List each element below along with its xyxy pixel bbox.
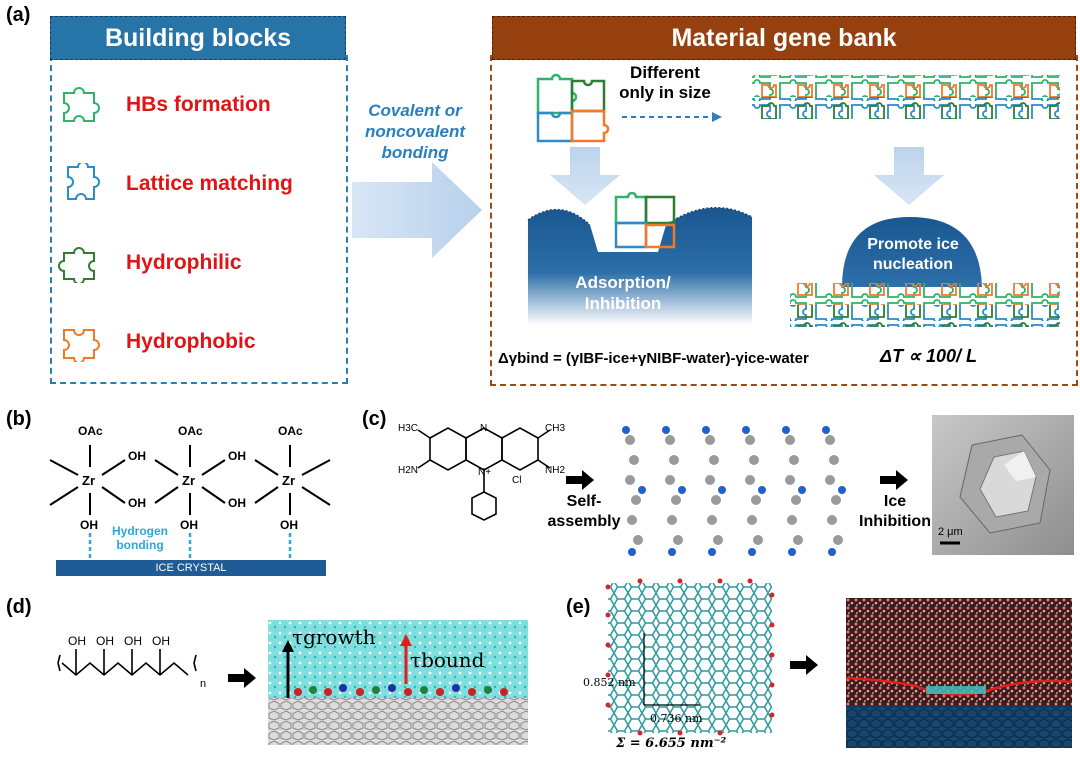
puzzle-icon-green [63,87,100,122]
graphene-oxide-sheet [605,578,775,736]
oh-top-2: OH [228,449,246,463]
adsorption-line-2: Inhibition [584,294,662,313]
nh2-label: NH2 [545,465,566,476]
oh-mid-2: OH [228,496,246,510]
arrow-right-icon-c2 [880,470,908,490]
label-hbs-formation: HBs formation [126,93,271,116]
nplus-label: N+ [478,467,492,478]
bonding-line-2: noncovalent [364,122,466,141]
self-line-1: Self- [566,493,602,510]
gene-bank-illustration [527,73,1060,327]
equation-delta-t: ΔT ∝ 100/ L [880,346,977,366]
h2n-label: H2N [398,465,419,476]
size-note-line-1: Different [630,63,700,82]
oh-bottom-3: OH [280,518,298,532]
go-simulation [846,598,1072,748]
pva-oh-4: OH [152,634,170,648]
oh-top-1: OH [128,449,146,463]
zirconium-structure [49,445,331,576]
panel-label-b: (b) [6,408,32,430]
tau-growth-label: τgrowth [292,625,376,649]
arrow-right-icon-d [228,668,256,688]
pva-oh-1: OH [68,634,86,648]
ice-line-1: Ice [883,493,907,510]
oac-3: OAc [278,424,303,438]
label-lattice-matching: Lattice matching [126,172,293,195]
panel-label-e: (e) [566,596,591,618]
arrow-right-icon-c1 [566,470,594,490]
molecular-stack [622,426,846,556]
pva-structure [57,649,197,677]
panel-label-d: (d) [6,596,32,618]
dimension-x: 0.736 nm [650,712,703,725]
dimension-y: 0.852 nm [583,676,636,689]
n-label: N [480,423,488,434]
size-note-line-2: only in size [619,83,711,102]
hbond-line-2: bonding [116,538,164,552]
arrow-right-icon-e [790,655,818,675]
size-note: Different only in size [600,63,730,103]
oac-1: OAc [78,424,103,438]
zr-1: Zr [82,473,95,488]
panel-label-a: (a) [6,4,31,26]
ice-crystal-micrograph [932,415,1074,555]
scale-bar-label: 2 μm [938,526,963,538]
promote-line-2: nucleation [872,256,953,273]
ice-line-2: Inhibition [859,513,931,530]
zr-2: Zr [182,473,195,488]
hbond-line-1: Hydrogen [111,524,168,538]
cl-label: Cl [512,475,522,486]
oac-2: OAc [178,424,203,438]
ch3-label: CH3 [545,423,566,434]
tau-bound-label: τbound [410,648,485,672]
gene-bank-title: Material gene bank [492,16,1076,60]
safranin-molecule [417,427,551,521]
ice-crystal-label: ICE CRYSTAL [155,562,227,574]
puzzle-icon-blue [67,163,100,200]
zr-3: Zr [282,473,295,488]
adsorption-label: Adsorption/ Inhibition [548,272,698,314]
oh-bottom-2: OH [180,518,198,532]
promote-label: Promote ice nucleation [848,235,978,275]
oh-bottom-1: OH [80,518,98,532]
self-line-2: assembly [547,513,621,530]
adsorption-line-1: Adsorption/ [575,273,671,292]
pva-oh-2: OH [96,634,114,648]
building-blocks-title: Building blocks [50,16,346,60]
oh-mid-1: OH [128,496,146,510]
bonding-line-1: Covalent or [368,101,462,120]
h3c-label: H3C [398,423,419,434]
label-hydrophilic: Hydrophilic [126,251,242,274]
bonding-arrow-icon [352,162,482,258]
promote-line-1: Promote ice [867,236,959,253]
sigma-label: Σ = 6.655 nm⁻² [616,736,727,751]
label-hydrophobic: Hydrophobic [126,330,256,353]
pva-n: n [200,678,207,690]
hydrogen-bonding-label: Hydrogen bonding [100,524,180,552]
panel-label-c: (c) [362,408,387,430]
pva-oh-3: OH [124,634,142,648]
puzzle-icon-orange [63,329,100,362]
equation-binding: Δγbind = (γIBF-ice+γNIBF-water)-γice-wat… [498,350,809,367]
bonding-arrow-caption: Covalent or noncovalent bonding [345,100,485,163]
self-assembly-label: Self- assembly [544,492,624,532]
puzzle-icon-darkgreen [58,247,95,283]
pva-simulation [268,620,528,745]
bonding-line-3: bonding [381,143,449,162]
small-puzzle-cluster [536,73,610,143]
ice-inhibition-label: Ice Inhibition [855,492,935,532]
